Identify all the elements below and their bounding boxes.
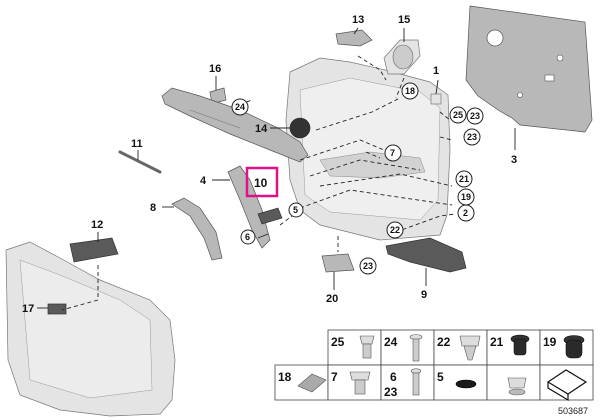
callout-3: 3 <box>511 154 517 166</box>
callout-19: 19 <box>461 192 471 202</box>
callout-21: 21 <box>459 174 469 184</box>
circled-callouts: 24 18 25 23 23 7 21 19 2 5 6 22 23 <box>231 82 484 275</box>
legend-22: 22 <box>437 335 451 349</box>
legend-21: 21 <box>490 335 504 349</box>
clip-7-icon <box>349 371 371 395</box>
legend-24: 24 <box>384 335 398 349</box>
part-12-switch-panel <box>69 237 119 263</box>
plug-21-icon <box>510 334 530 356</box>
part-15-speaker-cover <box>383 39 421 75</box>
callout-15: 15 <box>398 14 410 26</box>
callout-23b: 23 <box>467 132 477 142</box>
callout-5: 5 <box>293 205 298 215</box>
callout-2: 2 <box>463 208 468 218</box>
callout-18: 18 <box>405 86 415 96</box>
page-corner-icon <box>546 369 588 402</box>
armrest-rail <box>161 87 309 163</box>
part-20-block <box>321 253 355 273</box>
part-9-lower-armrest <box>385 237 467 273</box>
door-lower-shell <box>5 241 176 417</box>
part-13-trim-piece <box>335 29 373 47</box>
callout-24: 24 <box>235 102 245 112</box>
part-1-clip <box>430 93 442 105</box>
fastener-legend: 25 24 22 21 19 18 7 6 23 5 <box>274 329 594 402</box>
door-trim-panel <box>285 57 451 241</box>
washer-5-icon <box>455 379 477 389</box>
clip-25-icon <box>359 335 375 359</box>
callout-17: 17 <box>22 303 34 315</box>
callout-7: 7 <box>390 148 395 158</box>
screw-6-icon <box>410 368 422 396</box>
part-10-piece <box>257 207 283 225</box>
callout-22: 22 <box>390 225 400 235</box>
part-17-switch <box>47 303 67 315</box>
dashed-assembly-lines <box>61 55 456 311</box>
callout-1: 1 <box>433 65 439 77</box>
callout-6: 6 <box>245 232 250 242</box>
callout-12: 12 <box>91 219 103 231</box>
callout-11: 11 <box>131 138 143 150</box>
callout-8: 8 <box>150 202 156 214</box>
legend-7: 7 <box>331 370 338 384</box>
callout-10-highlight: 10 <box>245 166 279 198</box>
callout-9: 9 <box>421 289 427 301</box>
leader-lines <box>37 27 516 309</box>
legend-25: 25 <box>331 335 345 349</box>
callout-10: 10 <box>254 176 268 190</box>
legend-18: 18 <box>278 370 292 384</box>
callout-23a: 23 <box>470 111 480 121</box>
callout-25: 25 <box>453 110 463 120</box>
callout-14: 14 <box>255 123 268 135</box>
callout-20: 20 <box>326 293 338 305</box>
diagram-code: 503687 <box>558 406 588 416</box>
part-8-curved-handle <box>171 197 223 261</box>
part-4-pull-handle <box>227 165 271 249</box>
legend-19: 19 <box>543 335 557 349</box>
part-11-rod <box>118 150 162 174</box>
legend-23: 23 <box>384 385 398 399</box>
highlight-box <box>245 166 279 198</box>
screw-24-icon <box>409 334 423 362</box>
callout-16: 16 <box>209 63 221 75</box>
callout-13: 13 <box>352 14 364 26</box>
clip-22-icon <box>459 335 481 361</box>
plug-19-icon <box>563 335 585 359</box>
callout-numbers: 13 15 1 3 16 14 11 4 8 12 9 20 17 <box>22 14 517 315</box>
part-18-icon <box>297 373 327 393</box>
rivet-icon <box>507 377 527 396</box>
legend-5: 5 <box>437 370 444 384</box>
part-3-insulation-panel <box>465 5 593 133</box>
legend-6: 6 <box>390 370 397 384</box>
callout-23c: 23 <box>363 261 373 271</box>
callout-4: 4 <box>200 175 207 187</box>
